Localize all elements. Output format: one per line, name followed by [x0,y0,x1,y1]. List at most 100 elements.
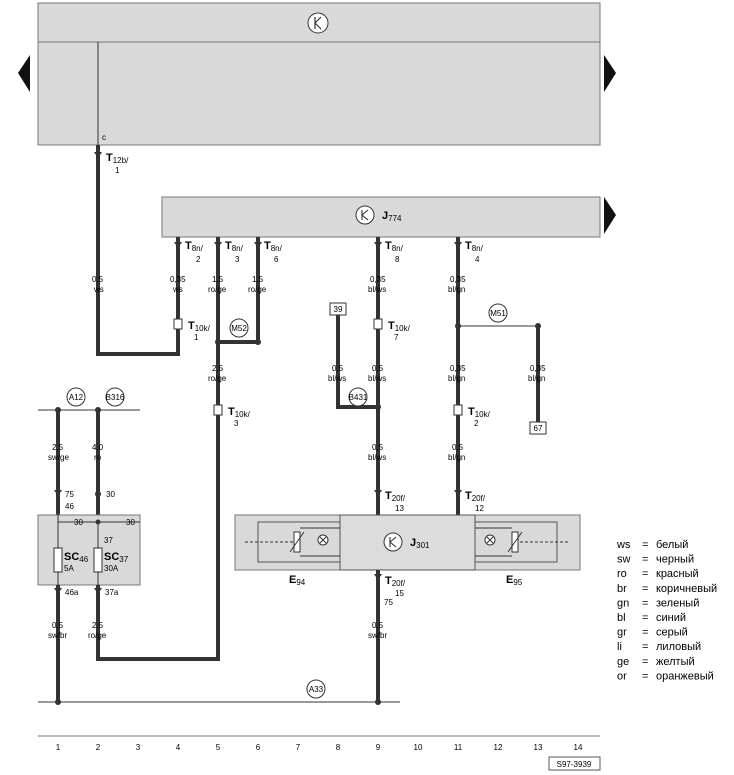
legend-code: bl [617,612,626,624]
legend-color-name: лиловый [656,641,701,653]
column-number: 12 [494,743,503,752]
pin-c-label: c [102,133,106,142]
wire-color: ws [93,285,104,294]
wire-color: ro/ge [88,631,107,640]
wire-size: 0,5 [372,621,384,630]
legend-code: br [617,583,627,595]
legend-code: gn [617,597,629,609]
legend-code: gr [617,627,627,639]
wire-color: ro/ge [248,285,267,294]
b316-node [105,387,125,407]
e95-label: E95 [506,574,523,587]
connector-plug-icon [173,318,183,330]
legend-code: ro [617,568,627,580]
wire-size: 2,5 [92,621,104,630]
connector-t8n8-num: 8 [395,255,400,264]
legend-equals: = [642,539,648,551]
a33-label: A33 [309,685,324,694]
wire-size: 0,35 [370,275,386,284]
legend-code: sw [617,554,631,566]
wire-size: 0,5 [372,443,384,452]
legend-color-name: серый [656,627,688,639]
ref-box-39 [329,302,347,316]
seat-heater-switch-e95-icon [474,521,570,563]
legend-code: ws [616,539,631,551]
e94-label: E94 [289,574,306,587]
legend-color-name: зеленый [656,597,699,609]
wire-color: sw/br [368,631,387,640]
legend-color-name: желтый [656,656,695,668]
continue-right-arrow-icon[interactable] [604,197,616,234]
connector-t12b: T12b/ [106,152,129,165]
legend-equals: = [642,583,648,595]
wire-size: 1,5 [252,275,264,284]
fuse-sc46-rating: 5A [64,564,74,573]
connector-t10k3-num: 3 [234,419,239,428]
page-left-arrow-icon[interactable] [18,55,30,92]
ref-box-67 [529,421,547,435]
wire-color: ro [94,453,102,462]
top-unit-symbol-icon [307,12,329,34]
column-number: 1 [56,743,61,752]
wire-size: 2,5 [212,364,224,373]
control-unit-j774 [161,196,601,238]
j774-symbol-icon [355,205,375,225]
a12-node [66,387,86,407]
legend-color-name: белый [656,539,688,551]
wire-size: 0,35 [530,364,546,373]
connector-plug-icon [213,404,223,416]
wire-color: ro/ge [208,374,227,383]
wire-color: sw/ge [48,453,69,462]
m52-label: M52 [231,324,247,333]
connector-t10k1: T10k/ [188,320,211,333]
fuse-sc37-label: SC37 [104,551,129,564]
fuse-sc37-icon [93,547,103,573]
wire-color: bl/ws [368,453,386,462]
control-unit-j301 [339,514,476,571]
connector-t10k1-num: 1 [194,333,199,342]
legend-equals: = [642,670,648,682]
legend-equals: = [642,612,648,624]
page-right-arrow-icon[interactable] [604,55,616,92]
connector-t20f15-num: 15 [395,589,404,598]
wire-color: bl/gn [448,285,465,294]
m51-label: M51 [490,309,506,318]
column-number: 9 [376,743,381,752]
connector-t8n6-num: 6 [274,255,279,264]
fuse-in-terminal: 46 [65,502,74,511]
wire-size: 0,5 [372,364,384,373]
wire-color: bl/ws [368,285,386,294]
legend-code: ge [617,656,629,668]
b316-label: B316 [106,393,125,402]
wire-size: 0,35 [450,275,466,284]
connector-t20f12: T20f/ [465,490,486,503]
legend-color-name: красный [656,568,699,580]
wire-color: bl/ws [368,374,386,383]
legend-color-name: черный [656,554,694,566]
j301-label: J301 [410,537,430,550]
connector-t8n2: T8n/ [185,240,204,253]
figure-id-box [548,756,601,771]
column-number: 2 [96,743,101,752]
connector-t8n4: T8n/ [465,240,484,253]
column-number: 11 [454,743,463,752]
connector-t10k2: T10k/ [468,406,491,419]
wire-size: 0,5 [452,443,464,452]
m52-node [229,318,249,338]
legend-equals: = [642,641,648,653]
j301-symbol-icon [383,532,403,552]
fuse-sc46-icon [53,547,63,573]
fuse-terminal: 37 [104,536,113,545]
column-number: 3 [136,743,141,752]
legend-equals: = [642,568,648,580]
ref-39-label: 39 [334,305,343,314]
connector-t10k3: T10k/ [228,406,251,419]
column-number: 14 [574,743,583,752]
connector-t20f15: T20f/ [385,575,406,588]
bus-30-label: 30 [74,518,83,527]
wire-size: 0,5 [332,364,344,373]
column-number: 13 [534,743,543,752]
connector-t10k7: T10k/ [388,320,411,333]
column-number: 8 [336,743,341,752]
